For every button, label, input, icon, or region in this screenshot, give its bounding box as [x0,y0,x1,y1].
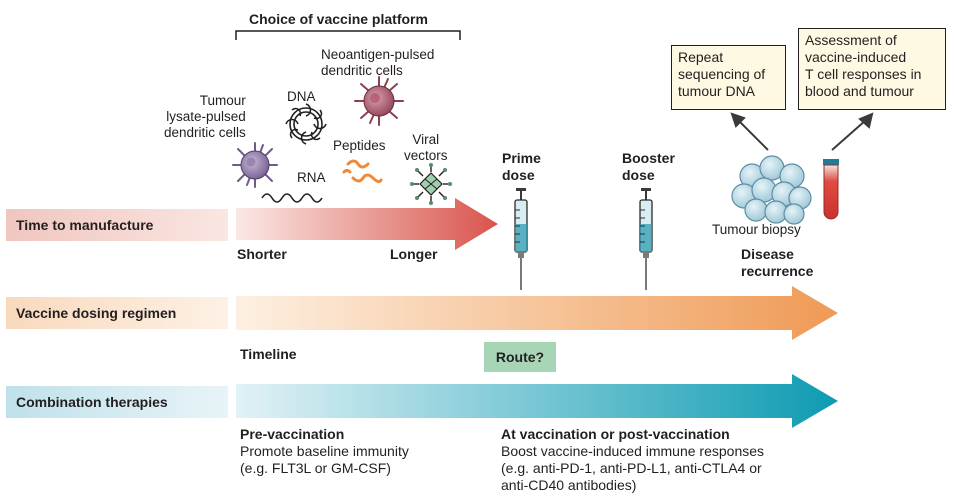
manufacture-shorter-label: Shorter [237,246,287,262]
dosing-arrow [236,286,838,340]
prime-dose-label: Prime dose [502,150,541,183]
prime-syringe-icon [514,188,528,290]
viral-vectors-label: Viral vectors [404,132,448,163]
route-badge: Route? [484,342,556,372]
post-vaccination-line3: anti-CD40 antibodies) [501,477,637,493]
manufacture-longer-label: Longer [390,246,438,262]
manufacture-label-bg [6,209,228,241]
dna-plasmid-icon [285,103,327,145]
neoantigen-dc-label: Neoantigen-pulsed dendritic cells [321,47,435,78]
manufacture-band-label: Time to manufacture [16,217,154,233]
peptides-label: Peptides [333,138,386,153]
biopsy-to-sequencing-arrow [737,119,769,151]
rna-label: RNA [297,170,326,185]
pre-vaccination-line1: Promote baseline immunity [240,443,409,459]
booster-syringe-icon [639,188,653,290]
timeline-label: Timeline [240,346,297,362]
post-vaccination-line2: (e.g. anti-PD-1, anti-PD-L1, anti-CTLA4 … [501,460,762,476]
rna-strand-icon [261,193,323,203]
booster-dose-label: Booster dose [622,150,675,183]
tumour-biopsy-label: Tumour biopsy [712,222,801,237]
dosing-label-bg [6,297,228,329]
dosing-band-label: Vaccine dosing regimen [16,305,177,321]
repeat-sequencing-box: Repeat sequencing of tumour DNA [671,45,786,110]
disease-recurrence-label: Disease recurrence [741,246,814,279]
peptides-icon [342,159,383,184]
neoantigen-dc-icon [354,76,404,126]
viral-vector-icon [410,163,452,205]
blood-tube-icon [823,159,839,220]
combination-band-label: Combination therapies [16,394,168,410]
platform-bracket [235,30,461,40]
tumour-lysate-dc-icon [232,142,278,188]
assessment-box: Assessment of vaccine-induced T cell res… [798,28,946,110]
post-vaccination-title: At vaccination or post-vaccination [501,426,730,442]
dna-label: DNA [287,89,316,104]
combination-arrow [236,374,838,428]
pre-vaccination-title: Pre-vaccination [240,426,345,442]
post-vaccination-line1: Boost vaccine-induced immune responses [501,443,765,459]
platform-title: Choice of vaccine platform [249,11,428,27]
manufacture-arrow [236,198,498,250]
pre-vaccination-line2: (e.g. FLT3L or GM-CSF) [240,460,391,476]
combination-label-bg [6,386,228,418]
tube-to-assessment-arrow [831,119,867,151]
tumour-biopsy-icon [731,155,812,225]
tumour-lysate-dc-label: Tumour lysate-pulsed dendritic cells [164,93,246,140]
